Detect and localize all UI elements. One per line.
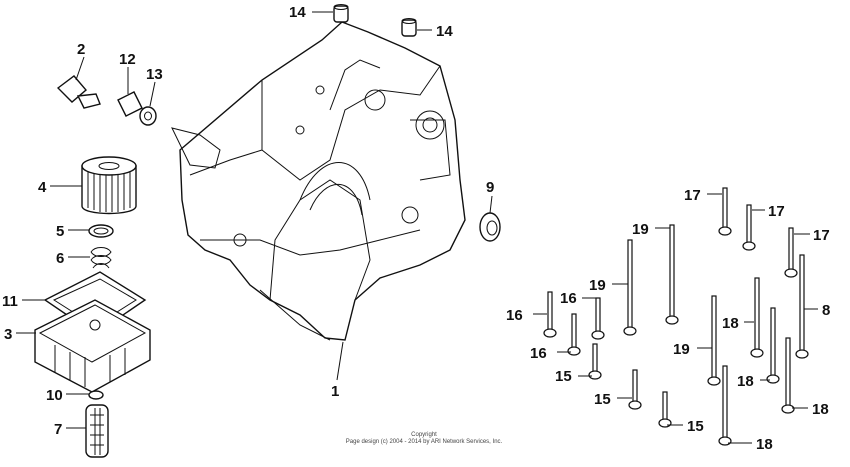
bolt-18c [781,337,795,414]
callout-18-c: 18 [812,401,829,418]
callout-5: 5 [56,223,64,240]
bolts [543,187,809,446]
spring [90,247,112,269]
callout-16-a: 16 [506,307,523,324]
copyright-notice: Copyright Page design (c) 2004 - 2014 by… [346,432,503,445]
callout-12: 12 [119,51,136,68]
bolt-19b [623,239,637,336]
callout-15-b: 15 [594,391,611,408]
bolt-17c [784,227,798,278]
callout-6: 6 [56,250,64,267]
callout-4: 4 [38,179,47,196]
bolt-15c [658,391,672,428]
callout-15-a: 15 [555,368,572,385]
callout-9: 9 [486,179,494,196]
callout-10: 10 [46,387,63,404]
bolt-18d [718,365,732,446]
crankcase [171,21,466,341]
bolt-8 [795,254,809,359]
bolt-19c [707,295,721,386]
callout-14-top: 14 [289,4,306,21]
copyright-line-2: Page design (c) 2004 - 2014 by ARI Netwo… [346,439,503,445]
oil-seal [479,212,501,242]
bolt-18a [750,277,764,358]
callout-19-b: 19 [589,277,606,294]
o-ring [88,224,114,238]
bolt-17a [718,187,732,236]
bolt-15b [628,369,642,410]
bolt-19a [665,224,679,325]
callout-18-d: 18 [756,436,773,453]
bolt-16b [591,297,605,340]
callout-17-a: 17 [684,187,701,204]
bolt-16a [543,291,557,338]
callout-labels: 1 2 3 4 5 6 7 8 9 10 11 12 13 14 14 15 1… [2,4,830,453]
washer [88,390,104,400]
callout-17-c: 17 [813,227,830,244]
callout-18-b: 18 [737,373,754,390]
callout-18-a: 18 [722,315,739,332]
callout-11: 11 [2,293,18,310]
callout-16-c: 16 [530,345,547,362]
dowel-pin-top [333,4,349,23]
oil-filter [81,156,137,215]
sealing-washer [139,106,157,126]
callout-19-c: 19 [673,341,690,358]
copyright-line-1: Copyright [411,432,437,438]
bolt-18b [766,307,780,384]
callout-13: 13 [146,66,163,83]
callout-8: 8 [822,302,830,319]
callout-7: 7 [54,421,62,438]
drain-bolt [117,91,143,117]
leader-lines [16,11,818,444]
callout-16-b: 16 [560,290,577,307]
oil-pan [34,299,151,393]
callout-3: 3 [4,326,12,343]
callout-17-b: 17 [768,203,785,220]
callout-15-c: 15 [687,418,704,435]
callout-1: 1 [331,383,339,400]
dowel-pin-right [401,18,417,37]
callout-19-a: 19 [632,221,649,238]
oil-strainer [85,404,109,458]
bolt-15a [588,343,602,380]
callout-2: 2 [77,41,85,58]
callout-14-right: 14 [436,23,453,40]
oil-pressure-switch [56,75,101,109]
bolt-17b [742,204,756,251]
bolt-16c [567,313,581,356]
